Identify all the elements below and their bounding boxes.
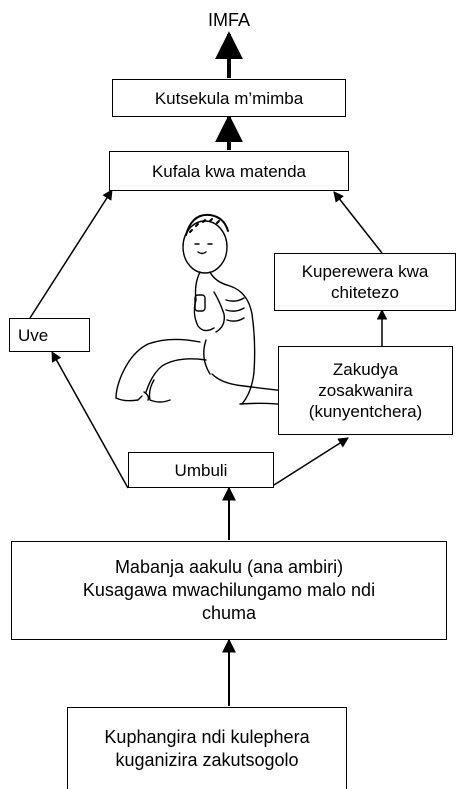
arrow-uve-to-kufala	[29, 189, 113, 319]
mabanja-line-3: chuma	[201, 603, 257, 623]
box-zakudya: Zakudya zosakwanira (kunyentchera)	[278, 346, 453, 435]
box-uve: Uve	[9, 318, 90, 352]
umbuli-line-1: Umbuli	[174, 460, 228, 480]
kufala-line-1: Kufala kwa matenda	[151, 161, 307, 181]
arrow-umbuli-to-uve	[51, 351, 129, 489]
zakudya-line-2: zosakwanira	[318, 381, 413, 400]
kuperewera-line-1: Kuperewera kwa	[301, 262, 429, 281]
box-mabanja: Mabanja aakulu (ana ambiri) Kusagawa mwa…	[11, 541, 447, 640]
box-kuperewera: Kuperewera kwa chitetezo	[274, 253, 456, 311]
zakudya-line-3: (kunyentchera)	[308, 402, 423, 421]
arrow-kuperewera-to-kufala	[333, 191, 383, 254]
box-kutsekula: Kutsekula m’mimba	[112, 79, 346, 117]
kuphangira-line-1: Kuphangira ndi kulephera	[104, 726, 310, 747]
box-kuphangira: Kuphangira ndi kulephera kuganizira zaku…	[67, 707, 347, 789]
sick-child-illustration	[115, 213, 313, 414]
box-kufala: Kufala kwa matenda	[109, 151, 349, 191]
uve-line-1: Uve	[18, 325, 49, 345]
arrow-umbuli-to-zakudya	[273, 437, 349, 486]
kutsekula-line-1: Kutsekula m’mimba	[154, 88, 304, 108]
top-label-imfa: IMFA	[208, 10, 250, 30]
mabanja-line-2: Kusagawa mwachilungamo malo ndi	[82, 580, 376, 600]
mabanja-line-1: Mabanja aakulu (ana ambiri)	[114, 557, 344, 577]
kuphangira-line-2: kuganizira zakutsogolo	[115, 749, 299, 770]
zakudya-line-1: Zakudya	[332, 360, 399, 379]
kuperewera-line-2: chitetezo	[330, 283, 400, 302]
box-umbuli: Umbuli	[128, 452, 274, 488]
